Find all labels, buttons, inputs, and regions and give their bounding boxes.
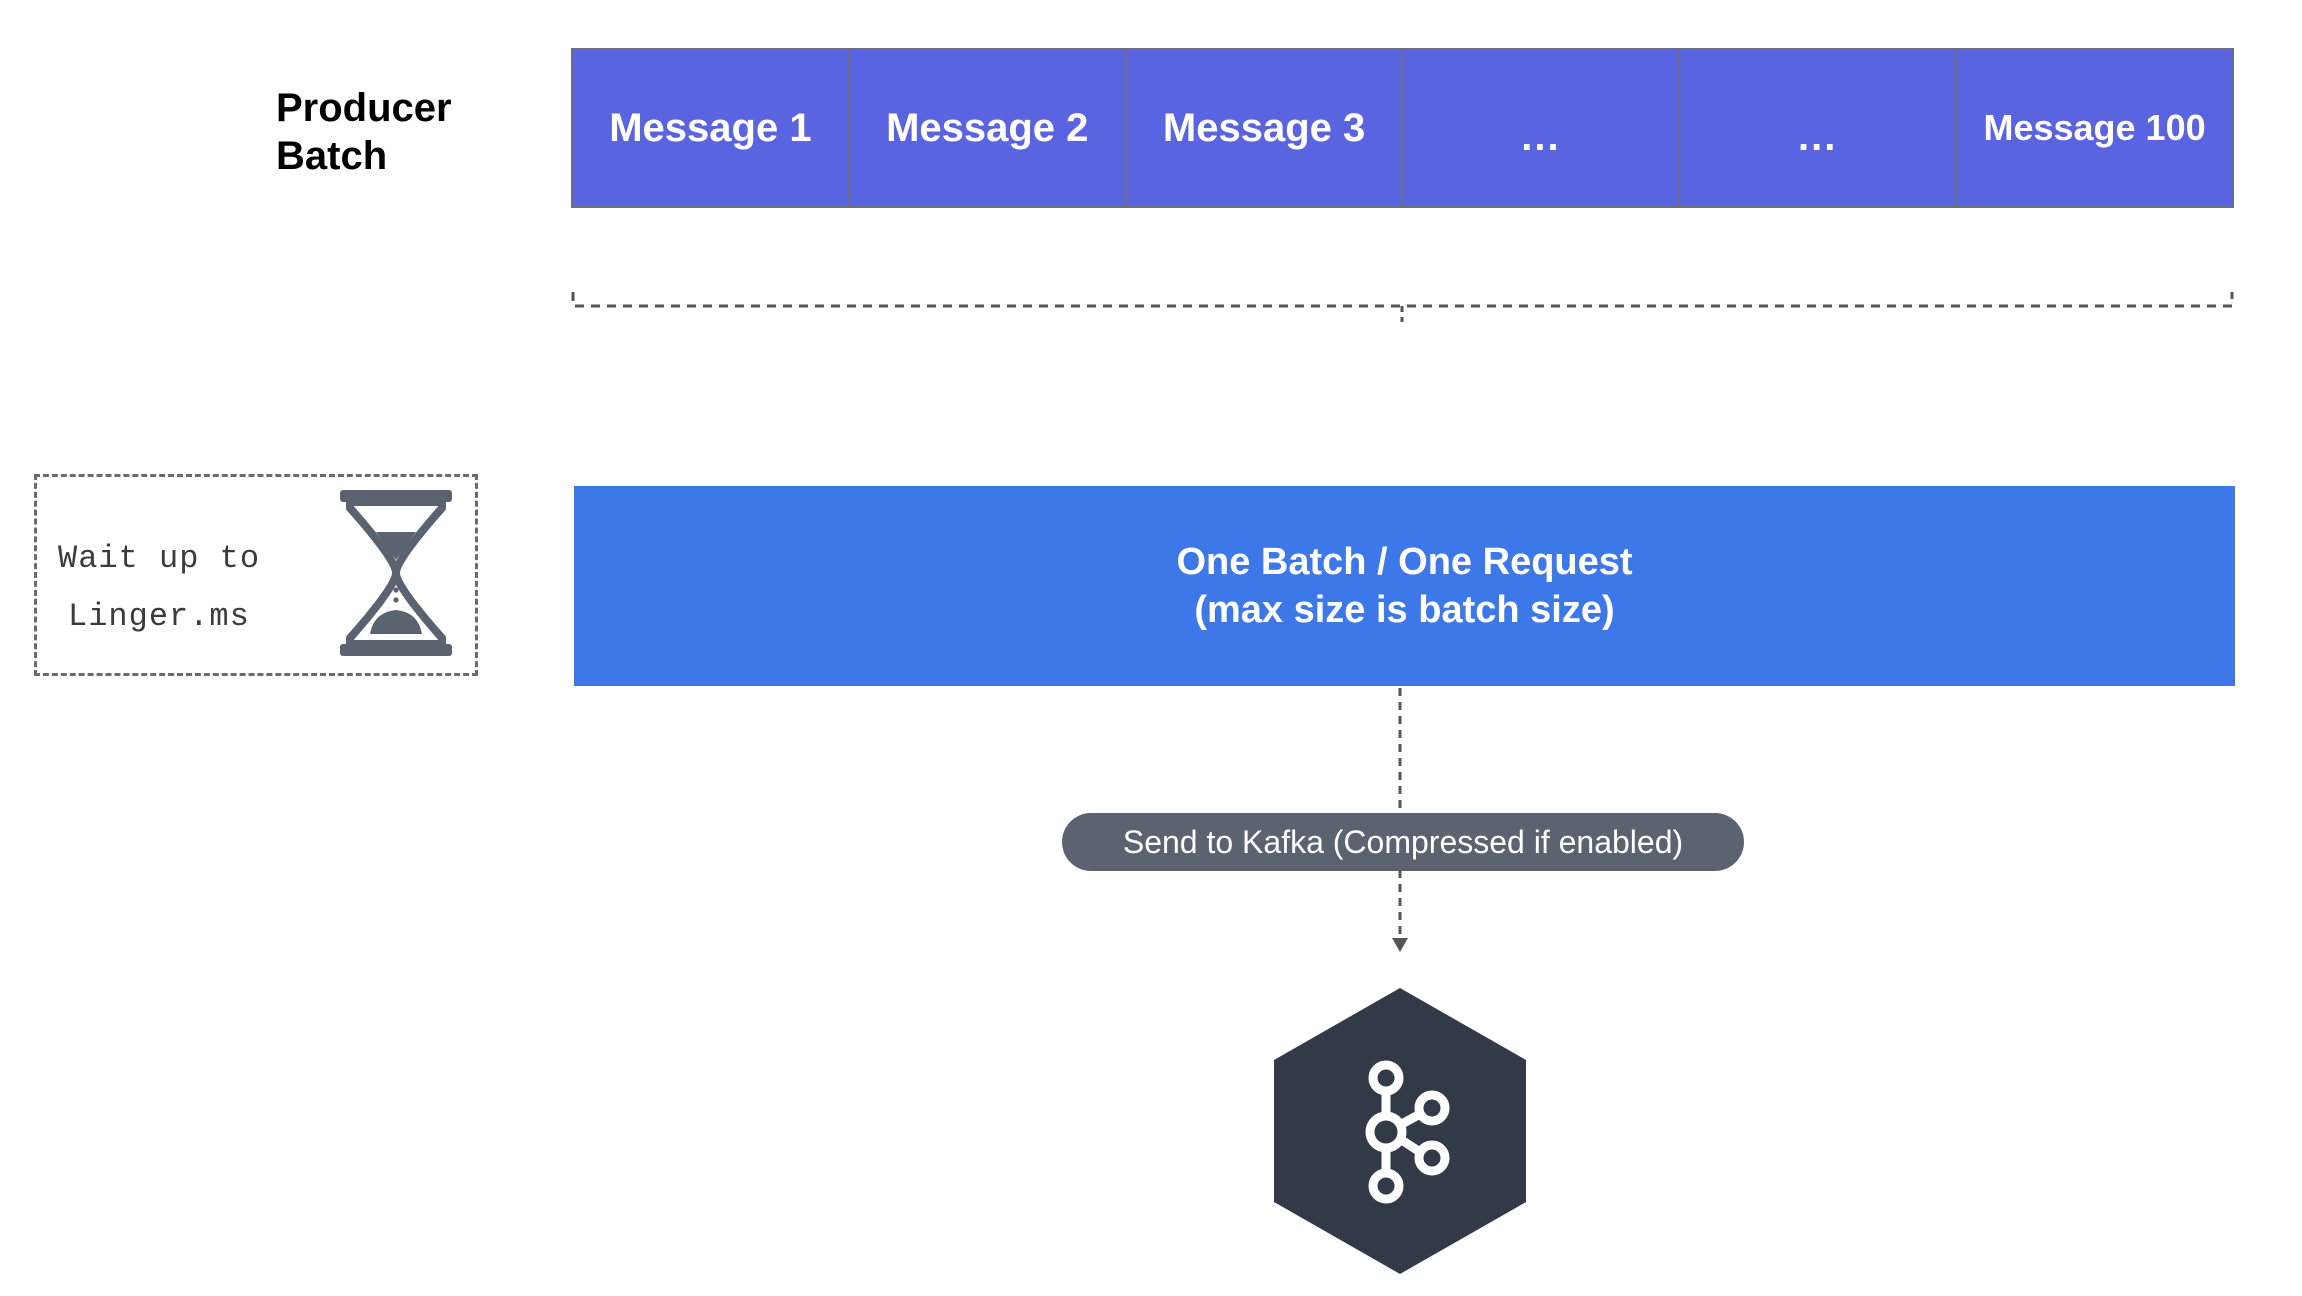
batch-title: One Batch / One Request	[1176, 541, 1633, 583]
batch-subtitle: (max size is batch size)	[1194, 589, 1615, 631]
message-cell: Message 100	[1983, 107, 2206, 148]
producer-label-line2: Batch	[276, 134, 388, 178]
producer-batch-label: Producer Batch	[276, 84, 536, 180]
message-cell-ellipsis: ...	[1403, 50, 1681, 206]
wait-text-line2: Linger.ms	[68, 598, 250, 635]
message-row: Message 1 Message 2 Message 3 ... ... Me…	[571, 48, 2234, 208]
message-cell: Message 3	[1127, 50, 1404, 206]
producer-label-line1: Producer	[276, 86, 452, 130]
message-cell: Message 1	[573, 50, 850, 206]
wait-text-line1: Wait up to	[58, 540, 261, 577]
wait-box	[34, 474, 478, 676]
send-to-kafka-label: Send to Kafka (Compressed if enabled)	[1062, 813, 1744, 871]
message-cell-ellipsis: ...	[1680, 50, 1958, 206]
hourglass-icon	[340, 490, 452, 656]
grouping-bracket	[571, 292, 2234, 322]
message-cell: Message 2	[850, 50, 1127, 206]
one-batch-box: One Batch / One Request (max size is bat…	[574, 486, 2235, 686]
wait-text: Wait up to Linger.ms	[58, 530, 298, 646]
kafka-logo-icon	[1274, 988, 1526, 1274]
